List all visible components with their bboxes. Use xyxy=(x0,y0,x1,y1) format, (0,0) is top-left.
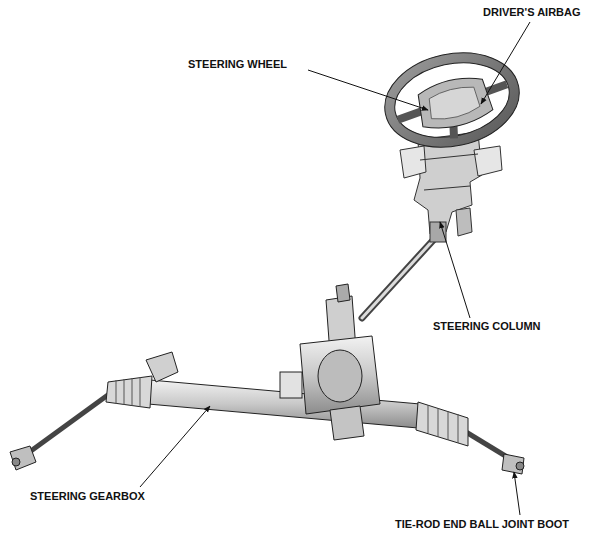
column-bracket xyxy=(400,146,426,178)
tie-rod-end xyxy=(502,454,524,474)
column-detail xyxy=(420,154,478,160)
assist-motor xyxy=(300,336,380,414)
leader-line xyxy=(140,406,210,487)
intermediate-shaft xyxy=(362,236,437,318)
part-label: STEERING GEARBOX xyxy=(30,490,145,503)
tie-rod xyxy=(24,392,112,456)
airbag-cover xyxy=(426,84,481,122)
boot-rib xyxy=(116,377,140,407)
connector xyxy=(280,372,302,398)
right-boot xyxy=(416,402,468,446)
shaft-highlight xyxy=(362,236,437,318)
tie-rod-end xyxy=(10,446,36,470)
pinion-shaft xyxy=(336,284,350,302)
wheel-spoke xyxy=(395,84,515,149)
airbag-module xyxy=(415,73,495,133)
boot-rib xyxy=(428,405,458,443)
leader-line xyxy=(440,222,470,318)
column-bracket xyxy=(474,146,502,176)
left-boot xyxy=(106,376,152,408)
column-detail xyxy=(424,186,470,190)
part-label: TIE-ROD END BALL JOINT BOOT xyxy=(395,518,569,531)
ball-joint xyxy=(12,458,20,466)
part-label: STEERING WHEEL xyxy=(188,58,287,71)
part-label: DRIVER'S AIRBAG xyxy=(483,6,581,19)
leader-line xyxy=(514,472,520,515)
motor-cover xyxy=(318,350,362,402)
gear-case xyxy=(330,406,364,440)
column-lever xyxy=(456,208,472,236)
leader-line xyxy=(308,70,428,110)
mount-bracket xyxy=(146,352,178,382)
leader-line xyxy=(481,22,530,104)
ball-joint xyxy=(516,462,524,470)
steering-column xyxy=(400,132,502,242)
part-label: STEERING COLUMN xyxy=(433,320,541,333)
